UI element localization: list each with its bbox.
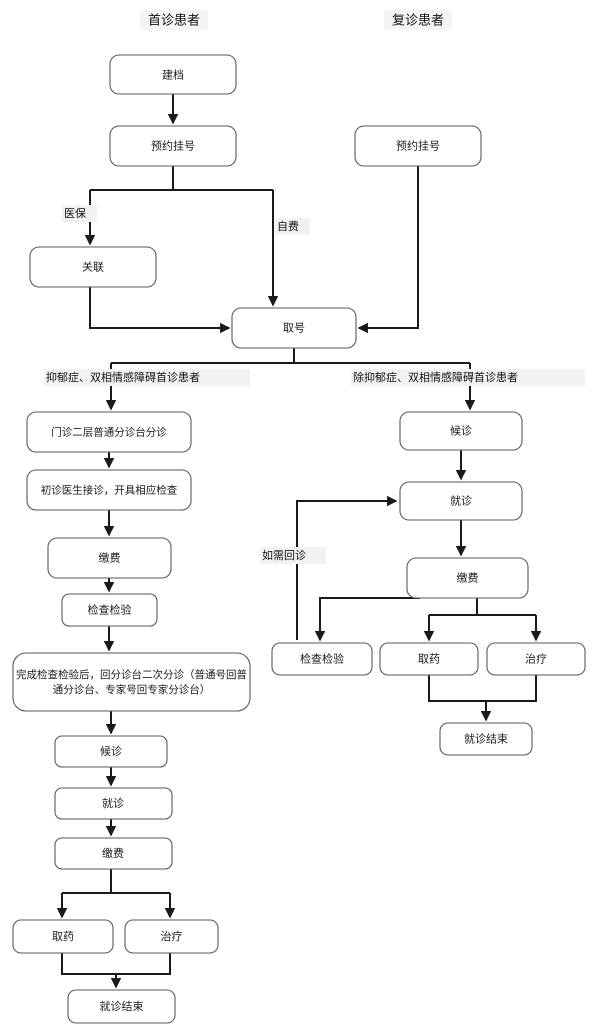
edge-label-revisit-text: 如需回诊 bbox=[262, 548, 306, 562]
node-zhiliao-right-label: 治疗 bbox=[525, 652, 547, 666]
edge-label-yibao-text: 医保 bbox=[64, 206, 86, 220]
node-erci-fenzhen[interactable]: 完成检查检验后，回分诊台二次分诊（普通号回普通分诊台、专家号回专家分诊台） bbox=[12, 652, 251, 712]
node-quyao-right-label: 取药 bbox=[418, 653, 440, 666]
node-houzhen-right[interactable]: 候诊 bbox=[399, 411, 523, 451]
node-chuzhen-yisheng-label: 初诊医生接诊，开具相应检查 bbox=[41, 484, 178, 497]
node-jiancha-jianyan-right-label: 检查检验 bbox=[300, 652, 344, 666]
node-jiaofei-left-2-label: 缴费 bbox=[102, 846, 124, 860]
edge-label-other-branch-text: 除抑郁症、双相情感障碍首诊患者 bbox=[353, 370, 518, 384]
node-jiaofei-right-label: 缴费 bbox=[457, 571, 479, 585]
edge-yuyue-right-to-quhao bbox=[357, 166, 419, 334]
column-title-return-visit: 复诊患者 bbox=[384, 10, 452, 30]
edge-jiaofei-to-jiancha-right bbox=[314, 597, 420, 642]
edge-label-zifei: 自费 bbox=[275, 218, 310, 235]
edge-guanlian-to-quhao bbox=[89, 287, 231, 334]
node-zhiliao-left[interactable]: 治疗 bbox=[124, 919, 219, 954]
node-quhao[interactable]: 取号 bbox=[231, 307, 357, 349]
edge-label-depression-branch: 抑郁症、双相情感障碍首诊患者 bbox=[44, 369, 250, 386]
node-quhao-label: 取号 bbox=[283, 322, 305, 335]
node-chuzhen-yisheng[interactable]: 初诊医生接诊，开具相应检查 bbox=[26, 469, 192, 511]
edge-revisit-loop bbox=[296, 495, 398, 640]
node-jiuzhen-right[interactable]: 就诊 bbox=[399, 481, 523, 521]
edge-labels-layer: 医保 自费 抑郁症、双相情感障碍首诊患者 除抑郁症、双相情感障碍首诊患者 如需回… bbox=[44, 205, 585, 564]
node-jiuzhen-jieshu-left-label: 就诊结束 bbox=[100, 999, 144, 1013]
edge-label-depression-branch-text: 抑郁症、双相情感障碍首诊患者 bbox=[46, 370, 200, 384]
node-quyao-left[interactable]: 取药 bbox=[12, 919, 114, 954]
node-quyao-right[interactable]: 取药 bbox=[379, 642, 479, 676]
node-houzhen-left-label: 候诊 bbox=[100, 744, 122, 758]
node-menzhen-fenzhen-label: 门诊二层普通分诊台分诊 bbox=[51, 426, 167, 439]
edge-label-zifei-text: 自费 bbox=[277, 220, 299, 233]
node-guanlian-label: 关联 bbox=[82, 260, 104, 274]
node-jiaofei-left-1-label: 缴费 bbox=[99, 551, 121, 565]
node-jiancha-jianyan-left-1-label: 检查检验 bbox=[88, 603, 132, 617]
node-jiuzhen-left-label: 就诊 bbox=[102, 796, 124, 810]
node-jiandang[interactable]: 建档 bbox=[109, 54, 237, 95]
column-title-return-visit-label: 复诊患者 bbox=[392, 14, 444, 29]
node-yuyue-guahao-return-label: 预约挂号 bbox=[396, 139, 440, 153]
node-jiaofei-left-1[interactable]: 缴费 bbox=[47, 537, 172, 579]
node-yuyue-guahao-return[interactable]: 预约挂号 bbox=[354, 125, 482, 167]
node-jiaofei-left-2[interactable]: 缴费 bbox=[54, 837, 173, 870]
node-jiancha-jianyan-right[interactable]: 检查检验 bbox=[271, 642, 373, 676]
node-erci-fenzhen-label: 完成检查检验后，回分诊台二次分诊（普通号回普通分诊台、专家号回专家分诊台） bbox=[16, 669, 247, 696]
edge-merge-bar-left bbox=[61, 953, 171, 975]
edge-label-yibao: 医保 bbox=[62, 205, 97, 222]
node-jiuzhen-jieshu-right-label: 就诊结束 bbox=[464, 732, 508, 746]
node-quyao-left-label: 取药 bbox=[52, 930, 74, 943]
node-guanlian[interactable]: 关联 bbox=[29, 246, 157, 288]
node-jiuzhen-right-label: 就诊 bbox=[450, 494, 472, 508]
edge-label-other-branch: 除抑郁症、双相情感障碍首诊患者 bbox=[351, 369, 585, 386]
column-title-first-visit-label: 首诊患者 bbox=[148, 14, 200, 29]
column-title-first-visit: 首诊患者 bbox=[140, 10, 208, 30]
node-jiancha-jianyan-left-1[interactable]: 检查检验 bbox=[61, 593, 158, 627]
node-jiandang-label: 建档 bbox=[162, 68, 184, 82]
node-jiaofei-right[interactable]: 缴费 bbox=[406, 557, 529, 599]
node-jiuzhen-jieshu-right[interactable]: 就诊结束 bbox=[439, 722, 533, 756]
edge-merge-bar-right bbox=[428, 675, 537, 702]
nodes-layer: 建档 预约挂号 预约挂号 关联 取号 门诊二层普通分诊台分诊 bbox=[12, 54, 586, 1024]
node-houzhen-left[interactable]: 候诊 bbox=[54, 735, 168, 768]
edge-label-revisit: 如需回诊 bbox=[260, 547, 326, 564]
node-menzhen-fenzhen[interactable]: 门诊二层普通分诊台分诊 bbox=[26, 411, 192, 453]
node-jiuzhen-left[interactable]: 就诊 bbox=[54, 787, 173, 820]
node-zhiliao-right[interactable]: 治疗 bbox=[486, 642, 586, 676]
node-zhiliao-left-label: 治疗 bbox=[161, 929, 183, 943]
node-houzhen-right-label: 候诊 bbox=[450, 424, 472, 438]
node-yuyue-guahao-first-label: 预约挂号 bbox=[151, 139, 195, 153]
node-jiuzhen-jieshu-left[interactable]: 就诊结束 bbox=[67, 989, 176, 1024]
node-yuyue-guahao-first[interactable]: 预约挂号 bbox=[109, 125, 237, 167]
